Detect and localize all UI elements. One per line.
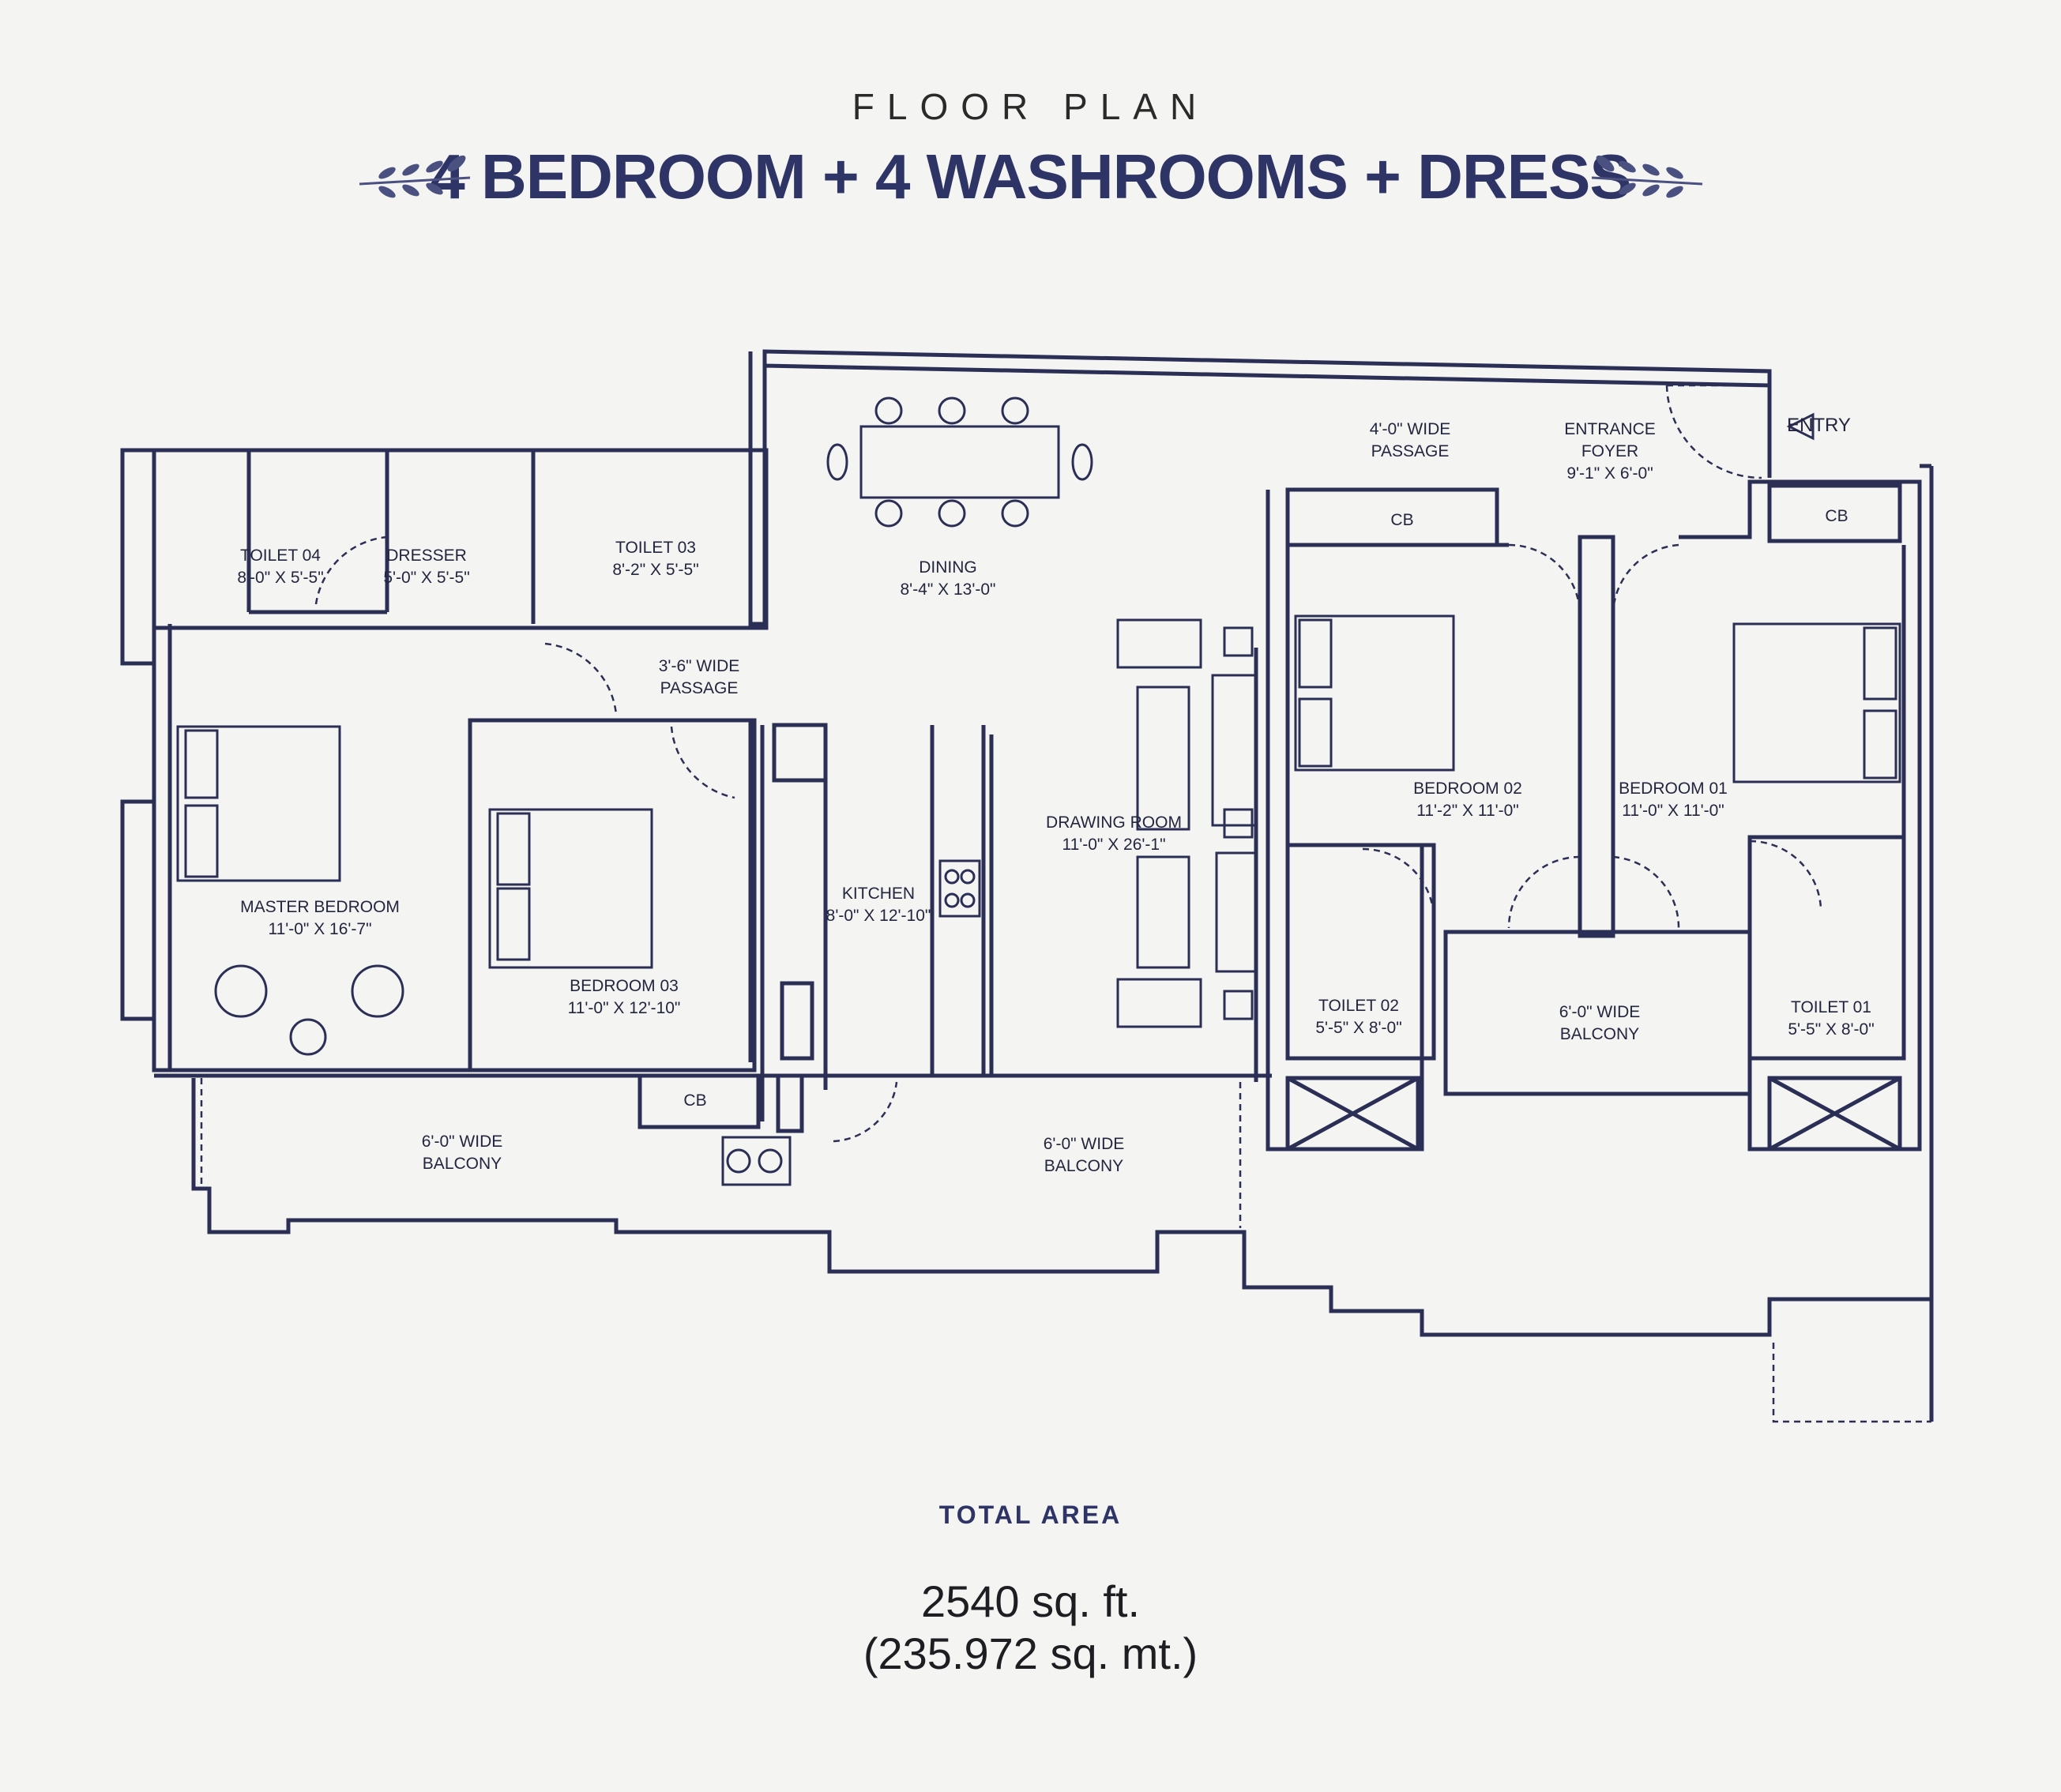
room-dining: DINING 8'-4" X 13'-0" <box>901 557 996 601</box>
room-size: 5'-5" X 8'-0" <box>1788 1020 1875 1039</box>
room-size: 8'-0" X 5'-5" <box>237 569 324 587</box>
room-name: KITCHEN <box>841 885 916 903</box>
room-size: BALCONY <box>422 1155 502 1173</box>
entry-arrow-icon <box>1786 412 1815 441</box>
room-name-2: FOYER <box>1581 442 1639 460</box>
room-name: DINING <box>919 558 977 577</box>
room-toilet-01: TOILET 01 5'-5" X 8'-0" <box>1788 997 1874 1041</box>
room-size: 11'-2" X 11'-0" <box>1416 802 1519 820</box>
room-size: 11'-0" X 26'-1" <box>1062 836 1166 854</box>
room-size: 11'-0" X 16'-7" <box>268 920 372 938</box>
room-size: BALCONY <box>1559 1025 1640 1043</box>
room-name: 6'-0" WIDE <box>1559 1003 1641 1021</box>
room-name: 6'-0" WIDE <box>1043 1135 1125 1153</box>
room-size: 9'-1" X 6'-0" <box>1566 464 1653 483</box>
entry-label: ENTRY <box>1787 415 1851 436</box>
room-toilet-04: TOILET 04 8'-0" X 5'-5" <box>237 545 323 589</box>
room-size: 11'-0" X 11'-0" <box>1622 802 1724 820</box>
room-size: PASSAGE <box>1371 442 1450 460</box>
left-laurel-icon <box>359 155 471 198</box>
total-area-sqmt: (235.972 sq. mt.) <box>863 1629 1198 1678</box>
room-name: DRAWING ROOM <box>1046 813 1182 832</box>
room-balcony-left: 6'-0" WIDE BALCONY <box>422 1131 502 1175</box>
cupboard-label: CB <box>1825 507 1849 525</box>
room-kitchen: KITCHEN 8'-0" X 12'-10" <box>826 883 931 927</box>
room-name: TOILET 02 <box>1318 997 1399 1015</box>
room-name: TOILET 01 <box>1791 998 1871 1016</box>
cupboard-label: CB <box>683 1091 707 1110</box>
plan-title: 4 BEDROOM + 4 WASHROOMS + DRESS <box>430 141 1631 212</box>
room-entrance-foyer: ENTRANCE FOYER 9'-1" X 6'-0" <box>1564 419 1656 485</box>
room-size: 5'-5" X 8'-0" <box>1315 1019 1402 1037</box>
room-bedroom-03: BEDROOM 03 11'-0" X 12'-10" <box>568 975 681 1020</box>
room-name: TOILET 04 <box>240 547 321 565</box>
room-master-bedroom: MASTER BEDROOM 11'-0" X 16'-7" <box>240 896 400 941</box>
total-area-sqft: 2540 sq. ft. <box>920 1576 1141 1626</box>
plan-subtitle: FLOOR PLAN <box>852 86 1209 127</box>
room-name: 6'-0" WIDE <box>421 1133 503 1151</box>
room-name: DRESSER <box>386 547 467 565</box>
room-passage-top: 4'-0" WIDE PASSAGE <box>1370 419 1450 463</box>
room-name: ENTRANCE <box>1564 420 1656 438</box>
room-dresser: DRESSER 5'-0" X 5'-5" <box>383 545 469 589</box>
room-name: BEDROOM 03 <box>570 977 679 995</box>
room-name: 4'-0" WIDE <box>1369 420 1451 438</box>
room-name: 3'-6" WIDE <box>658 657 740 675</box>
room-name: BEDROOM 02 <box>1413 780 1522 798</box>
room-passage-mid: 3'-6" WIDE PASSAGE <box>659 656 739 700</box>
total-area-value: 2540 sq. ft. (235.972 sq. mt.) <box>0 1576 2061 1680</box>
room-size: 11'-0" X 12'-10" <box>567 999 681 1017</box>
room-size: 5'-0" X 5'-5" <box>383 569 470 587</box>
room-name: MASTER BEDROOM <box>240 898 400 916</box>
room-size: 8'-4" X 13'-0" <box>900 580 996 599</box>
room-size: PASSAGE <box>660 679 739 697</box>
room-bedroom-02: BEDROOM 02 11'-2" X 11'-0" <box>1413 778 1522 822</box>
room-name: TOILET 03 <box>615 539 696 557</box>
room-size: 8'-2" X 5'-5" <box>612 561 699 579</box>
room-drawing-room: DRAWING ROOM 11'-0" X 26'-1" <box>1046 812 1182 856</box>
cupboard-label: CB <box>1390 511 1414 529</box>
total-area-label: TOTAL AREA <box>938 1501 1123 1529</box>
room-bedroom-01: BEDROOM 01 11'-0" X 11'-0" <box>1619 778 1728 822</box>
room-name: BEDROOM 01 <box>1619 780 1728 798</box>
room-toilet-02: TOILET 02 5'-5" X 8'-0" <box>1315 995 1401 1039</box>
right-laurel-icon <box>1591 155 1703 198</box>
room-size: 8'-0" X 12'-10" <box>826 907 931 925</box>
room-balcony-right: 6'-0" WIDE BALCONY <box>1559 1001 1640 1046</box>
room-toilet-03: TOILET 03 8'-2" X 5'-5" <box>612 537 698 581</box>
room-balcony-center: 6'-0" WIDE BALCONY <box>1044 1133 1124 1178</box>
room-size: BALCONY <box>1044 1157 1124 1175</box>
